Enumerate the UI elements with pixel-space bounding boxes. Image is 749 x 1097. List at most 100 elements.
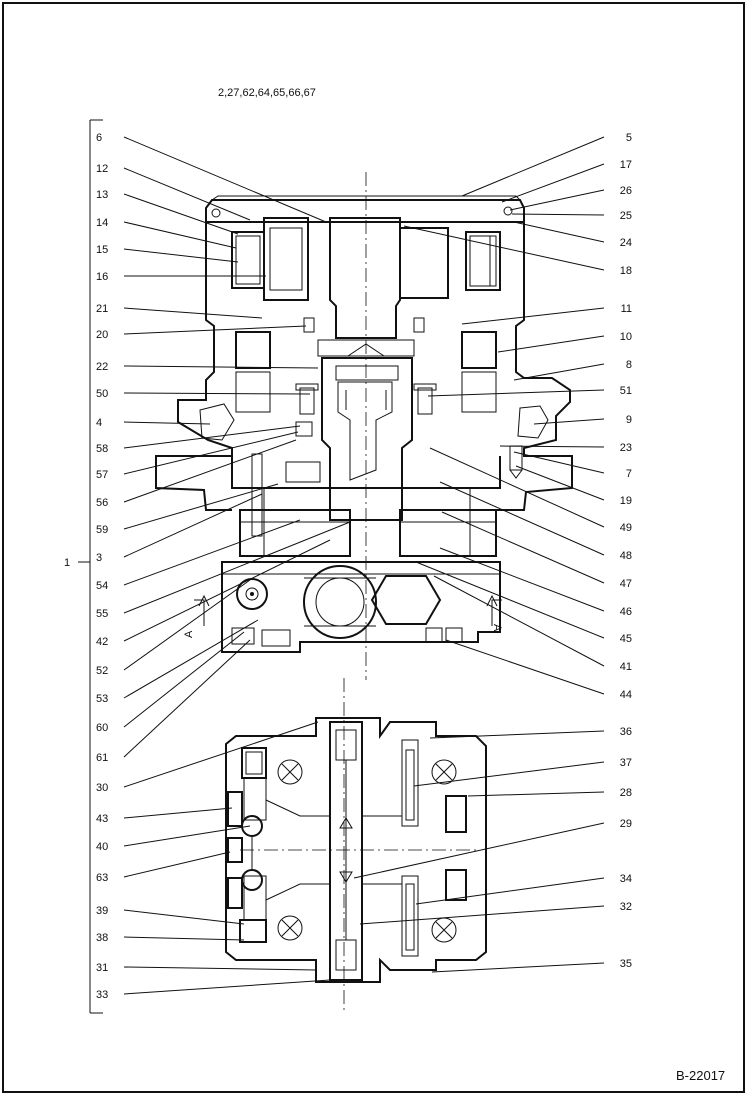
part-label-46: 46 [620,606,632,618]
part-label-47: 47 [620,578,632,590]
part-label-50: 50 [96,388,108,400]
leader-line-58 [123,425,301,449]
part-label-22: 22 [96,361,108,373]
header-refs: 2,27,62,64,65,66,67 [218,87,316,99]
part-label-23: 23 [620,442,632,454]
upper-section-view [155,172,573,680]
leader-line-49 [429,447,605,528]
assembly-bracket [78,119,103,1014]
leader-line-55 [123,521,351,614]
leader-line-11 [461,307,605,325]
leader-line-24 [513,221,605,243]
leader-line-45 [415,561,605,639]
part-label-51: 51 [620,385,632,397]
part-label-7: 7 [626,468,632,480]
part-label-45: 45 [620,633,632,645]
part-label-4: 4 [96,417,102,429]
leader-line-18 [403,225,605,271]
leader-line-42 [123,539,331,642]
part-label-41: 41 [620,661,632,673]
leader-line-60 [123,631,245,728]
part-label-20: 20 [96,329,108,341]
leader-line-6 [123,136,327,223]
leader-line-8 [513,363,605,381]
part-label-31: 31 [96,962,108,974]
part-label-42: 42 [96,636,108,648]
part-label-55: 55 [96,608,108,620]
part-label-18: 18 [620,265,632,277]
lower-section-view [225,678,487,1010]
part-labels: 6121314151621202250458575659354554252536… [96,132,632,1001]
section-mark-right: A [491,624,503,632]
leader-line-3 [123,493,263,558]
leader-line-36 [429,730,605,739]
part-label-14: 14 [96,217,108,229]
leader-line-44 [445,639,605,695]
leader-line-54 [123,519,301,586]
leader-line-5 [461,136,605,197]
part-label-43: 43 [96,813,108,825]
leader-line-22 [123,365,319,369]
part-label-53: 53 [96,693,108,705]
part-label-13: 13 [96,189,108,201]
leader-line-26 [509,189,605,211]
part-label-57: 57 [96,469,108,481]
part-label-25: 25 [620,210,632,222]
leader-line-59 [123,483,279,530]
figure-ref: B-22017 [676,1068,725,1083]
part-label-29: 29 [620,818,632,830]
leader-line-13 [123,193,239,235]
leader-line-41 [433,575,605,667]
leader-line-7 [513,451,605,474]
leader-line-46 [439,547,605,612]
leader-line-19 [515,465,605,501]
part-label-12: 12 [96,163,108,175]
part-label-36: 36 [620,726,632,738]
leader-line-47 [441,511,605,584]
leader-line-40 [123,825,251,847]
part-label-35: 35 [620,958,632,970]
part-label-24: 24 [620,237,632,249]
leader-line-37 [413,761,605,787]
leader-line-10 [497,335,605,353]
part-label-39: 39 [96,905,108,917]
leader-line-51 [427,389,605,397]
part-label-59: 59 [96,524,108,536]
part-label-3: 3 [96,552,102,564]
leader-line-39 [123,909,245,925]
part-label-11: 11 [621,303,632,315]
leader-line-38 [123,936,245,941]
leader-line-63 [123,851,231,878]
part-label-5: 5 [626,132,632,144]
leader-line-31 [123,966,317,971]
part-label-40: 40 [96,841,108,853]
part-label-49: 49 [620,522,632,534]
leader-line-14 [123,221,237,249]
leader-line-23 [499,445,605,448]
leader-line-4 [123,421,211,425]
leader-line-35 [431,962,605,973]
leader-line-53 [123,619,259,699]
section-mark-left: A [183,630,195,638]
part-label-6: 6 [96,132,102,144]
leader-line-20 [123,325,307,335]
part-label-26: 26 [620,185,632,197]
leader-line-28 [467,791,605,797]
leader-lines [123,136,605,995]
leader-line-15 [123,248,239,263]
leader-line-17 [501,163,605,203]
part-label-19: 19 [620,495,632,507]
part-label-16: 16 [96,271,108,283]
part-label-10: 10 [620,331,632,343]
leader-line-34 [415,877,605,905]
part-label-32: 32 [620,901,632,913]
leader-line-57 [123,431,299,475]
part-label-8: 8 [626,359,632,371]
leader-line-12 [123,167,251,221]
part-label-30: 30 [96,782,108,794]
leader-line-30 [123,721,319,788]
part-label-56: 56 [96,497,108,509]
leader-line-25 [511,213,605,216]
